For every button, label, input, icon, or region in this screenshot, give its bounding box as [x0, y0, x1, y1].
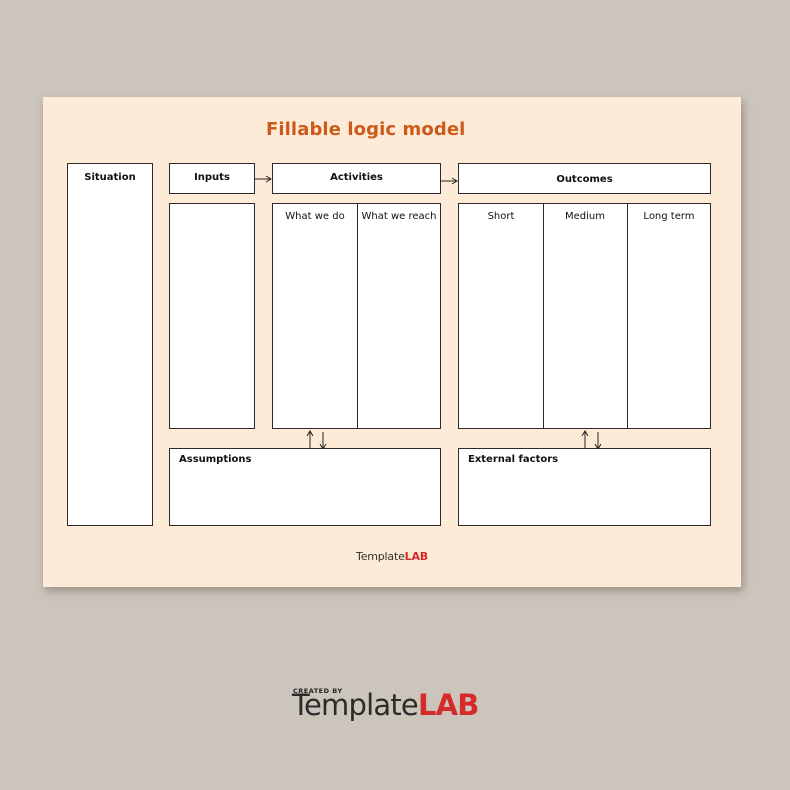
footer-brand-part1: Template	[356, 550, 405, 563]
outcomes-column-short[interactable]: Short	[487, 211, 515, 222]
arrow-right-icon	[255, 175, 272, 183]
outcomes-label: Outcomes	[556, 174, 613, 185]
outcomes-divider-2	[627, 204, 628, 428]
external-factors-label: External factors	[468, 454, 559, 465]
external-factors-box[interactable]: External factors	[458, 448, 711, 526]
outcomes-divider-1	[543, 204, 544, 428]
activities-divider	[357, 204, 358, 428]
credit-brand-part2: LAB	[417, 688, 479, 722]
activities-body-box: What we do What we reach	[272, 203, 441, 429]
inputs-body-box[interactable]	[169, 203, 255, 429]
inputs-header-box: Inputs	[169, 163, 255, 194]
situation-label: Situation	[84, 172, 136, 183]
outcomes-body-box: Short Medium Long term	[458, 203, 711, 429]
assumptions-box[interactable]: Assumptions	[169, 448, 441, 526]
footer-brand-part2: LAB	[404, 550, 429, 563]
page-title: Fillable logic model	[266, 119, 466, 140]
activities-label: Activities	[330, 172, 383, 183]
up-down-arrows-icon	[306, 430, 327, 450]
inputs-label: Inputs	[194, 172, 230, 183]
activities-column-what-we-reach[interactable]: What we reach	[361, 211, 437, 222]
up-down-arrows-icon	[581, 430, 602, 450]
credit-brand-part1: Template	[292, 688, 419, 722]
logic-model-sheet: Fillable logic model Situation Inputs Ac…	[43, 97, 741, 587]
outcomes-header-box: Outcomes	[458, 163, 711, 194]
activities-header-box: Activities	[272, 163, 441, 194]
assumptions-label: Assumptions	[179, 454, 252, 465]
arrow-right-icon	[441, 177, 458, 185]
outcomes-column-medium[interactable]: Medium	[565, 211, 605, 222]
activities-column-what-we-do[interactable]: What we do	[285, 211, 345, 222]
footer-brand-logo: TemplateLAB	[43, 550, 741, 563]
templatelab-logo: TemplateLAB	[292, 688, 479, 722]
outcomes-column-long-term[interactable]: Long term	[643, 211, 695, 222]
situation-box[interactable]: Situation	[67, 163, 153, 526]
created-by-label: CREATED BY	[293, 687, 343, 695]
